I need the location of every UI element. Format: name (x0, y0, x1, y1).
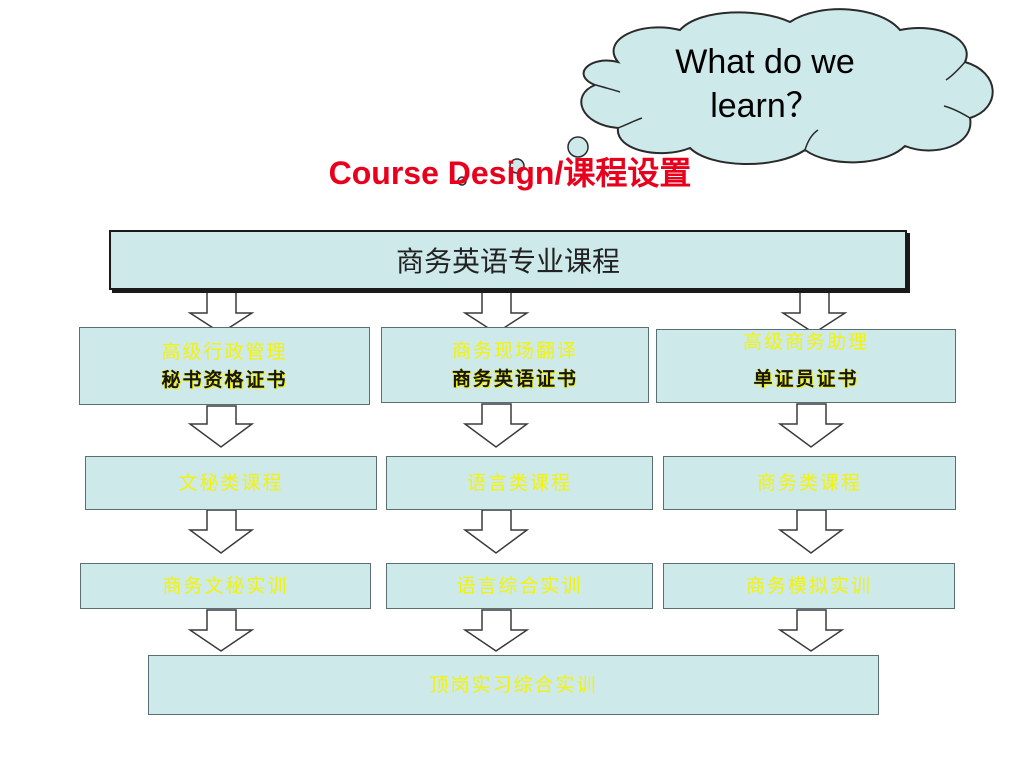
page-title: Course Design/课程设置 (328, 155, 692, 191)
internship-label: 顶岗实习综合实训 (429, 673, 598, 696)
thought-cloud-icon (457, 8, 994, 186)
arrow-down-icon (777, 509, 845, 554)
course-type-box: 语言类课程 (386, 456, 653, 510)
course-type-label: 语言类课程 (466, 471, 572, 494)
course-type-box: 商务类课程 (663, 456, 956, 510)
certificate-box-english: 商务现场翻译 商务英语证书 (381, 327, 649, 403)
certificate-title: 高级行政管理 (161, 340, 288, 363)
training-label: 商务模拟实训 (745, 574, 872, 597)
programme-box: 商务英语专业课程 (109, 230, 907, 290)
certificate-name: 商务英语证书 (451, 368, 578, 390)
arrow-down-icon (462, 609, 530, 652)
arrow-down-icon (777, 403, 845, 448)
certificate-name: 秘书资格证书 (161, 369, 288, 391)
arrow-down-icon (462, 509, 530, 554)
training-box: 语言综合实训 (386, 563, 653, 609)
callout-line-2: learn？ (710, 87, 820, 125)
arrow-down-icon (187, 290, 255, 334)
internship-box: 顶岗实习综合实训 (148, 655, 879, 715)
course-type-box: 文秘类课程 (85, 456, 377, 510)
certificate-title: 商务现场翻译 (451, 339, 578, 362)
arrow-down-icon (187, 509, 255, 554)
arrow-down-icon (462, 403, 530, 448)
certificate-box-secretary: 高级行政管理 秘书资格证书 (79, 327, 370, 405)
arrow-down-icon (187, 405, 255, 448)
thought-bubble-text: What do we learn？ (615, 40, 915, 128)
training-box: 商务模拟实训 (663, 563, 955, 609)
course-type-label: 商务类课程 (756, 471, 862, 494)
training-box: 商务文秘实训 (80, 563, 371, 609)
callout-line-1: What do we (675, 43, 855, 81)
certificate-title: 高级商务助理 (742, 331, 869, 353)
arrow-down-icon (187, 609, 255, 652)
course-type-label: 文秘类课程 (178, 471, 284, 494)
arrow-down-icon (780, 290, 848, 334)
arrow-down-icon (777, 609, 845, 652)
training-label: 商务文秘实训 (162, 574, 289, 597)
arrow-down-icon (462, 290, 530, 334)
training-label: 语言综合实训 (456, 574, 583, 597)
certificate-box-documentation: 高级商务助理 单证员证书 (656, 329, 956, 403)
certificate-name: 单证员证书 (753, 367, 859, 390)
